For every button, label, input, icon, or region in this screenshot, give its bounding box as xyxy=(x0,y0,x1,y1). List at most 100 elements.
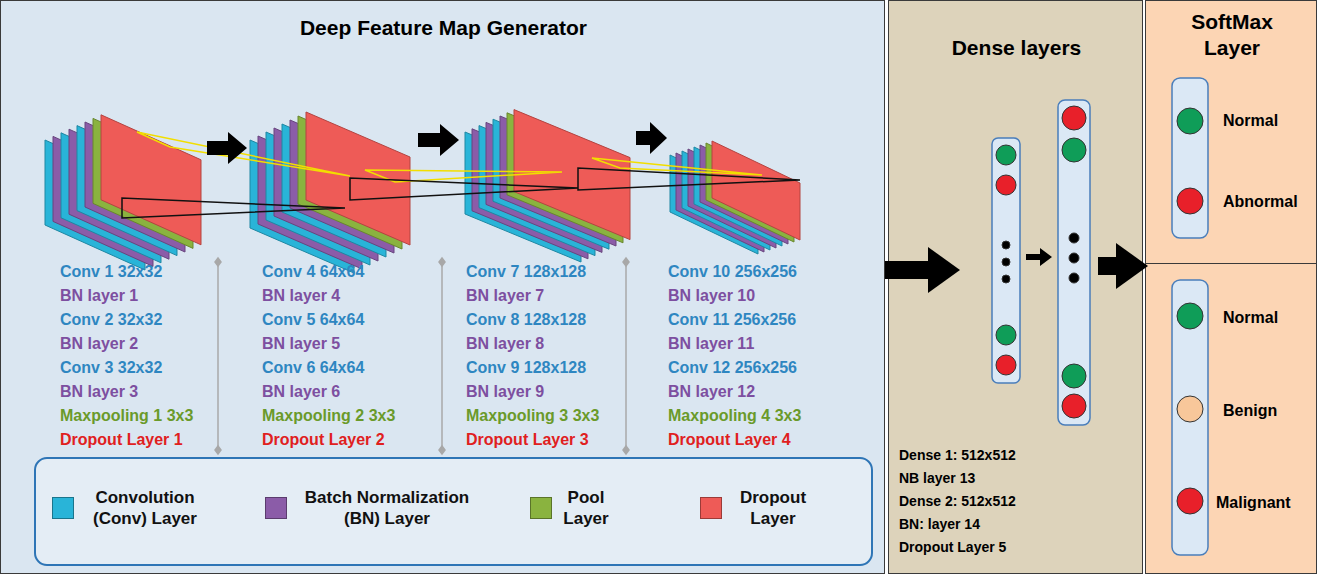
dropout-layer-label: Dropout Layer 1 xyxy=(60,430,183,449)
class-label: Malignant xyxy=(1216,493,1291,512)
block-arrow xyxy=(207,132,247,164)
pool-layer-label: Maxpooling 3 3x3 xyxy=(466,406,599,425)
ternary-output-box: NormalBenignMalignant xyxy=(1146,263,1317,574)
dropout-layer-label: Dropout Layer 4 xyxy=(668,430,791,449)
feature-map-slab xyxy=(250,140,354,273)
receptive-line xyxy=(137,132,350,176)
feature-map-slab xyxy=(306,112,410,245)
feature-map-slab xyxy=(688,149,776,248)
conv-layer-label: Conv 10 256x256 xyxy=(668,262,797,281)
pool-layer-label: Maxpooling 4 3x3 xyxy=(668,406,801,425)
feature-map-slab xyxy=(706,143,794,242)
feature-map-slab xyxy=(258,136,362,269)
class-label: Normal xyxy=(1223,111,1278,130)
legend-swatch xyxy=(700,497,722,519)
legend-text: Dropout Layer xyxy=(730,487,816,530)
layer-spec: Dense 1: 512x512 xyxy=(899,447,1016,464)
conv-layer-label: Conv 11 256x256 xyxy=(668,310,796,329)
feature-map-slab xyxy=(274,128,378,261)
feature-map-slab xyxy=(514,110,630,240)
feature-map-slab xyxy=(465,132,581,262)
feature-map-slab xyxy=(700,145,788,244)
receptive-line xyxy=(578,168,800,190)
receptive-field-lines xyxy=(122,132,800,218)
bn-layer-label: BN layer 3 xyxy=(60,382,138,401)
conv-layer-label: Conv 1 32x32 xyxy=(60,262,162,281)
softmax-neurons xyxy=(1172,78,1208,555)
class-label: Normal xyxy=(1223,308,1278,327)
bn-layer-label: BN layer 1 xyxy=(60,286,138,305)
feature-map-slab xyxy=(93,118,193,248)
dropout-layer-label: Dropout Layer 3 xyxy=(466,430,589,449)
block-arrow xyxy=(418,124,459,156)
feature-map-slab xyxy=(77,126,177,256)
feature-map-slab xyxy=(290,120,394,253)
legend-swatch xyxy=(265,497,287,519)
panel-title: Dense layers xyxy=(889,35,1144,60)
bn-layer-label: BN layer 11 xyxy=(668,334,754,353)
feature-map-slab xyxy=(85,122,185,252)
feature-map-slab xyxy=(472,129,588,259)
conv-layer-label: Conv 2 32x32 xyxy=(60,310,162,329)
legend-text: Batch Normalization (BN) Layer xyxy=(292,487,482,530)
binary-output-box: NormalAbnormal xyxy=(1146,63,1317,263)
receptive-line xyxy=(365,170,562,182)
feature-map-slab xyxy=(61,133,161,263)
legend-text: Convolution (Conv) Layer xyxy=(80,487,210,530)
feature-map-slab xyxy=(682,151,770,250)
pool-layer-label: Maxpooling 2 3x3 xyxy=(262,406,395,425)
bn-layer-label: BN layer 8 xyxy=(466,334,544,353)
conv-layer-label: Conv 5 64x64 xyxy=(262,310,364,329)
feature-map-stacks xyxy=(45,110,800,273)
panel-title: SoftMax Layer xyxy=(1174,9,1290,62)
bn-layer-label: BN layer 10 xyxy=(668,286,755,305)
feature-map-slab xyxy=(694,147,782,246)
feature-map-slab xyxy=(45,140,145,270)
class-label: Benign xyxy=(1223,401,1277,420)
stack-arrows xyxy=(207,122,667,164)
feature-map-slab xyxy=(69,129,169,259)
layer-spec: NB layer 13 xyxy=(899,470,975,487)
legend-box xyxy=(35,458,872,565)
feature-map-slab xyxy=(712,141,800,240)
feature-map-slab xyxy=(53,136,153,266)
block-arrow xyxy=(636,122,667,154)
feature-map-slab xyxy=(282,124,386,257)
bn-layer-label: BN layer 9 xyxy=(466,382,544,401)
dense-neurons xyxy=(992,100,1090,425)
feature-map-slab xyxy=(101,115,201,245)
feature-map-slab xyxy=(676,153,764,252)
feature-map-slab xyxy=(670,155,758,254)
bn-layer-label: BN layer 2 xyxy=(60,334,138,353)
conv-layer-label: Conv 12 256x256 xyxy=(668,358,797,377)
column-separators xyxy=(215,258,629,454)
legend-swatch xyxy=(52,497,74,519)
bn-layer-label: BN layer 7 xyxy=(466,286,544,305)
layer-spec: Dropout Layer 5 xyxy=(899,539,1006,556)
flow-arrow xyxy=(885,261,928,279)
feature-map-slab xyxy=(266,132,370,265)
conv-layer-label: Conv 8 128x128 xyxy=(466,310,586,329)
receptive-line xyxy=(122,198,345,218)
softmax-panel: SoftMax LayerNormalAbnormalNormalBenignM… xyxy=(1145,0,1317,574)
feature-map-slab xyxy=(507,113,623,243)
bn-layer-label: BN layer 5 xyxy=(262,334,340,353)
layer-spec: Dense 2: 512x512 xyxy=(899,493,1016,510)
conv-layer-label: Conv 9 128x128 xyxy=(466,358,586,377)
feature-map-slab xyxy=(298,116,402,249)
dropout-layer-label: Dropout Layer 2 xyxy=(262,430,385,449)
receptive-line xyxy=(350,178,578,200)
conv-layer-label: Conv 7 128x128 xyxy=(466,262,586,281)
pool-layer-label: Maxpooling 1 3x3 xyxy=(60,406,193,425)
conv-layer-label: Conv 6 64x64 xyxy=(262,358,364,377)
panel-title: Deep Feature Map Generator xyxy=(1,15,886,40)
bn-layer-label: BN layer 6 xyxy=(262,382,340,401)
bn-layer-label: BN layer 12 xyxy=(668,382,755,401)
feature-map-slab xyxy=(500,116,616,246)
layer-spec: BN: layer 14 xyxy=(899,516,980,533)
legend-swatch xyxy=(530,497,552,519)
flow-arrow xyxy=(1098,257,1116,275)
bn-layer-label: BN layer 4 xyxy=(262,286,340,305)
